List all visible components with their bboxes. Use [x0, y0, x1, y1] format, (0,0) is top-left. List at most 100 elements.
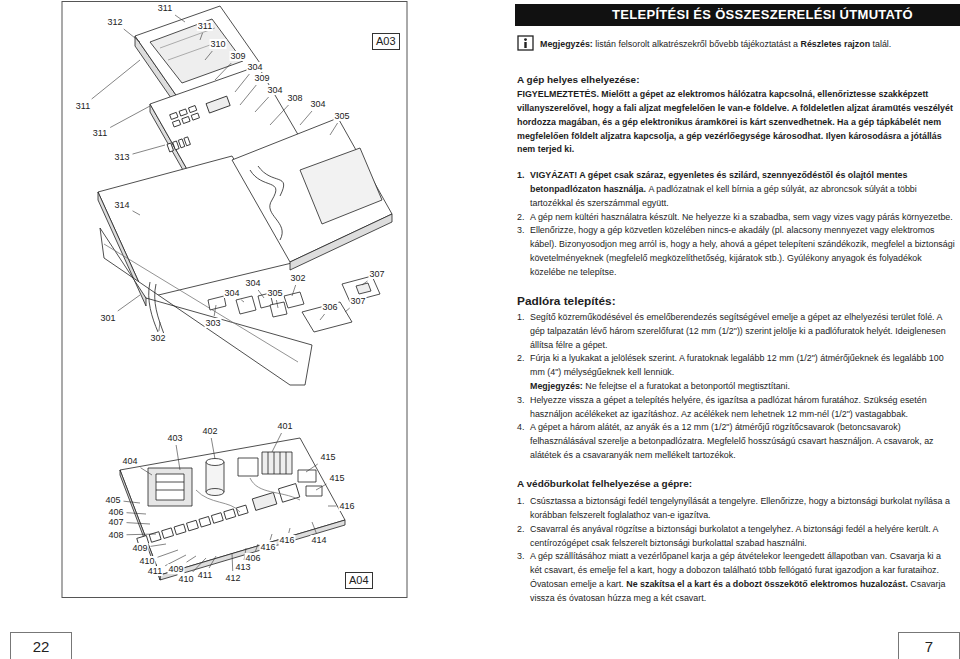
- callout-number: 405: [104, 495, 121, 505]
- leader-line: [151, 544, 166, 546]
- callout-number: 413: [234, 562, 251, 572]
- list-item: 2.Csavarral és anyával rögzítse a bizton…: [517, 523, 955, 551]
- callout-number: 411: [147, 566, 163, 576]
- body-text: Ellenőrizze, hogy a gép közvetlen közelé…: [530, 225, 955, 276]
- list-number: 3.: [517, 224, 530, 279]
- leader-line: [211, 438, 215, 459]
- callout-number: 302: [149, 333, 166, 343]
- callout-number: 403: [166, 433, 183, 443]
- page-number-box: 7: [898, 632, 960, 659]
- leader-line: [209, 556, 216, 568]
- body-text: talál.: [873, 39, 892, 49]
- callout-number: 311: [75, 101, 91, 111]
- list-text: A gép nem kültéri használatra készült. N…: [530, 211, 955, 225]
- callout-number: 313: [113, 152, 130, 162]
- callout-number: 412: [224, 573, 241, 583]
- page-number-box: 22: [10, 632, 72, 659]
- leader-line: [270, 105, 289, 125]
- body-text: listán felsorolt alkatrészekről bővebb t…: [595, 39, 798, 49]
- callout-number: 303: [204, 318, 221, 328]
- callout-number: 307: [349, 296, 366, 306]
- callout-number: 410: [138, 556, 155, 566]
- callout-number: 408: [107, 530, 124, 540]
- leader-line: [133, 211, 140, 215]
- callout-number: 414: [310, 535, 327, 545]
- body-text: Segítő közreműködésével és emelőberendez…: [530, 312, 946, 350]
- list-text: A gép szállításához miatt a vezérlőpanel…: [530, 550, 955, 605]
- callout-number: 304: [266, 85, 283, 95]
- leader-line: [320, 314, 325, 320]
- box-label: A03: [376, 35, 396, 48]
- note-paragraph: Megjegyzés:listán felsorolt alkatrészekr…: [517, 35, 955, 52]
- leader-line: [200, 33, 203, 40]
- body-text: Helyezze vissza a gépet a telepítés hely…: [530, 395, 927, 419]
- body-text: A gép nem kültéri használatra készült. N…: [530, 212, 953, 222]
- list-number: 1.: [517, 169, 530, 210]
- callout-number: 304: [244, 278, 261, 288]
- circuit-board: [120, 438, 345, 580]
- callout-number: 308: [286, 93, 303, 103]
- leader-line: [158, 550, 178, 557]
- list-item: 4.A gépet a három alátét, az anyák és a …: [517, 421, 955, 462]
- box-label: 22: [11, 633, 71, 659]
- callout-number: 306: [321, 302, 338, 312]
- list-item: 2.A gép nem kültéri használatra készült.…: [517, 211, 955, 225]
- callout-number: 301: [99, 313, 116, 323]
- leader-line: [240, 85, 256, 105]
- callout-number: 302: [289, 273, 306, 283]
- bold-text: Részletes rajzon: [801, 39, 871, 49]
- leader-line: [175, 15, 185, 22]
- list-number: 1.: [517, 495, 530, 523]
- leader-line: [127, 513, 146, 514]
- list-text: Csúsztassa a biztonsági fedél tengelynyí…: [530, 495, 955, 523]
- bold-text: A védőburkolat felhelyezése a gépre:: [517, 478, 692, 489]
- leader-line: [215, 63, 231, 80]
- bold-text: Padlóra telepítés:: [517, 294, 616, 308]
- drawing-ref-box: A04: [345, 572, 373, 589]
- section-heading: A védőburkolat felhelyezése a gépre:: [517, 476, 955, 491]
- list-number: 2.: [517, 523, 530, 551]
- leader-line: [176, 445, 180, 470]
- list-number: 2.: [517, 352, 530, 393]
- leader-line: [292, 285, 296, 296]
- drawing-ref-box: A03: [372, 33, 400, 50]
- leader-line: [345, 308, 350, 312]
- box-label: A04: [349, 574, 369, 587]
- callout-number: 406: [244, 553, 261, 563]
- leader-line: [92, 60, 140, 99]
- callout-number: 305: [266, 288, 283, 298]
- leader-line: [232, 553, 234, 571]
- callout-number: 311: [157, 3, 173, 13]
- leader-line: [141, 468, 152, 475]
- leader-line: [316, 484, 326, 490]
- leader-line: [276, 300, 278, 308]
- leader-line: [205, 51, 212, 60]
- list-number: 2.: [517, 211, 530, 225]
- list-item: 1.VIGYÁZAT! A gépet csak száraz, egyenle…: [517, 169, 955, 210]
- callout-number: 402: [201, 426, 218, 436]
- leader-line: [272, 433, 282, 452]
- callout-number: 416: [338, 501, 355, 511]
- list-item: 3.Helyezze vissza a gépet a telepítés he…: [517, 394, 955, 422]
- leader-line: [255, 97, 269, 112]
- text-column: Megjegyzés:listán felsorolt alkatrészekr…: [517, 35, 955, 606]
- callout-number: 312: [106, 17, 123, 27]
- callout-number: 310: [209, 39, 226, 49]
- leader-line: [270, 534, 272, 540]
- list-text: Segítő közreműködésével és emelőberendez…: [530, 311, 955, 352]
- list-item: 1.Csúsztassa a biztonsági fedél tengelyn…: [517, 495, 955, 523]
- list-number: 3.: [517, 550, 530, 605]
- leader-line: [241, 300, 244, 302]
- list-number: 3.: [517, 394, 530, 422]
- leader-line: [127, 523, 150, 524]
- drawing-frame: [62, 2, 407, 598]
- bold-text: FIGYELMEZTETÉS. Mielőtt a gépet az elekt…: [517, 89, 953, 154]
- leader-line: [362, 281, 367, 285]
- box-label: 7: [899, 633, 959, 659]
- callout-number: 401: [276, 421, 293, 431]
- page-title: TELEPÍTÉSI ÉS ÖSSZESZERELÉSI ÚTMUTATÓ: [515, 4, 960, 26]
- callout-number: 304: [223, 288, 240, 298]
- leader-line: [312, 522, 316, 533]
- leader-line: [235, 74, 249, 92]
